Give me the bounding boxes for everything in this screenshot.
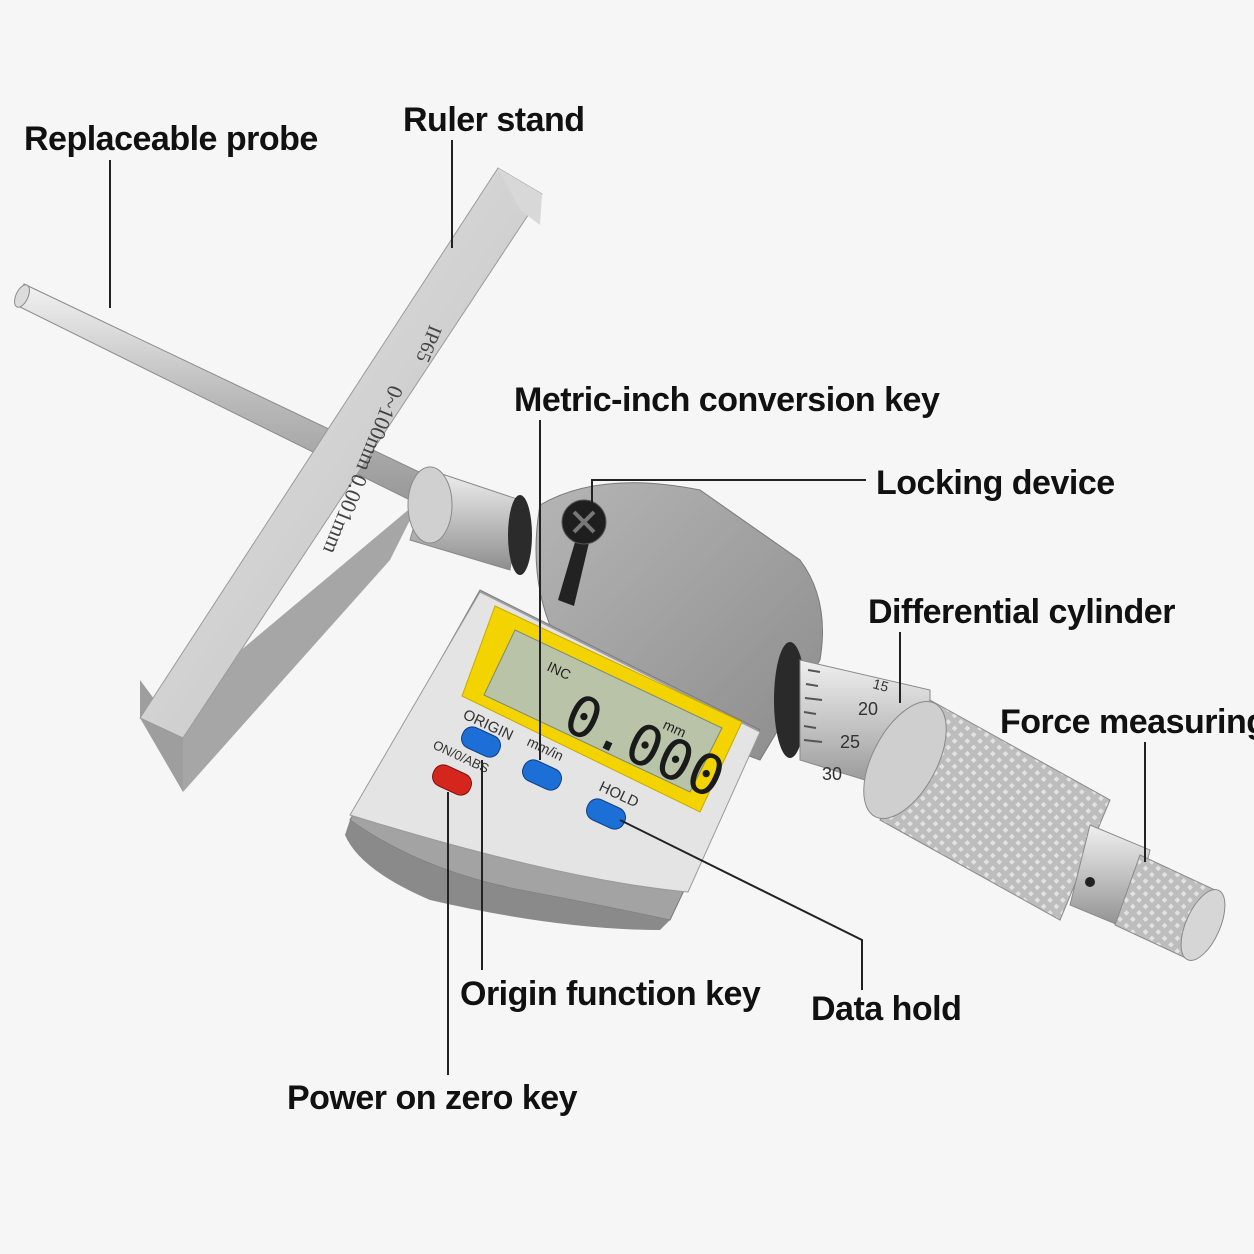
callout-locking-device: Locking device (876, 464, 1115, 502)
scale-mark-15: 15 (871, 675, 890, 695)
knurled-grip[interactable] (847, 688, 1111, 921)
force-ratchet[interactable] (1069, 824, 1234, 967)
scale-mark-20: 20 (858, 699, 878, 719)
leader-lines (109, 140, 1146, 1075)
locking-screw[interactable] (558, 499, 607, 606)
scale-mark-30: 30 (822, 764, 842, 784)
ruler-stand-base: IP65 0~100mm 0.001mm (139, 167, 543, 792)
callout-ruler-stand: Ruler stand (403, 101, 585, 139)
callout-force-measuring: Force measuring (1000, 703, 1254, 741)
spindle-sleeve (407, 466, 532, 575)
leader-locking-device (591, 479, 866, 505)
callout-power-on-zero-key: Power on zero key (287, 1079, 578, 1117)
callout-data-hold: Data hold (811, 990, 962, 1028)
callout-origin-function-key: Origin function key (460, 975, 761, 1013)
callout-metric-inch-key: Metric-inch conversion key (514, 381, 940, 419)
scale-mark-25: 25 (840, 732, 860, 752)
callout-replaceable-probe: Replaceable probe (24, 120, 318, 158)
callout-differential-cylinder: Differential cylinder (868, 593, 1175, 631)
leader-data-hold (619, 819, 863, 990)
